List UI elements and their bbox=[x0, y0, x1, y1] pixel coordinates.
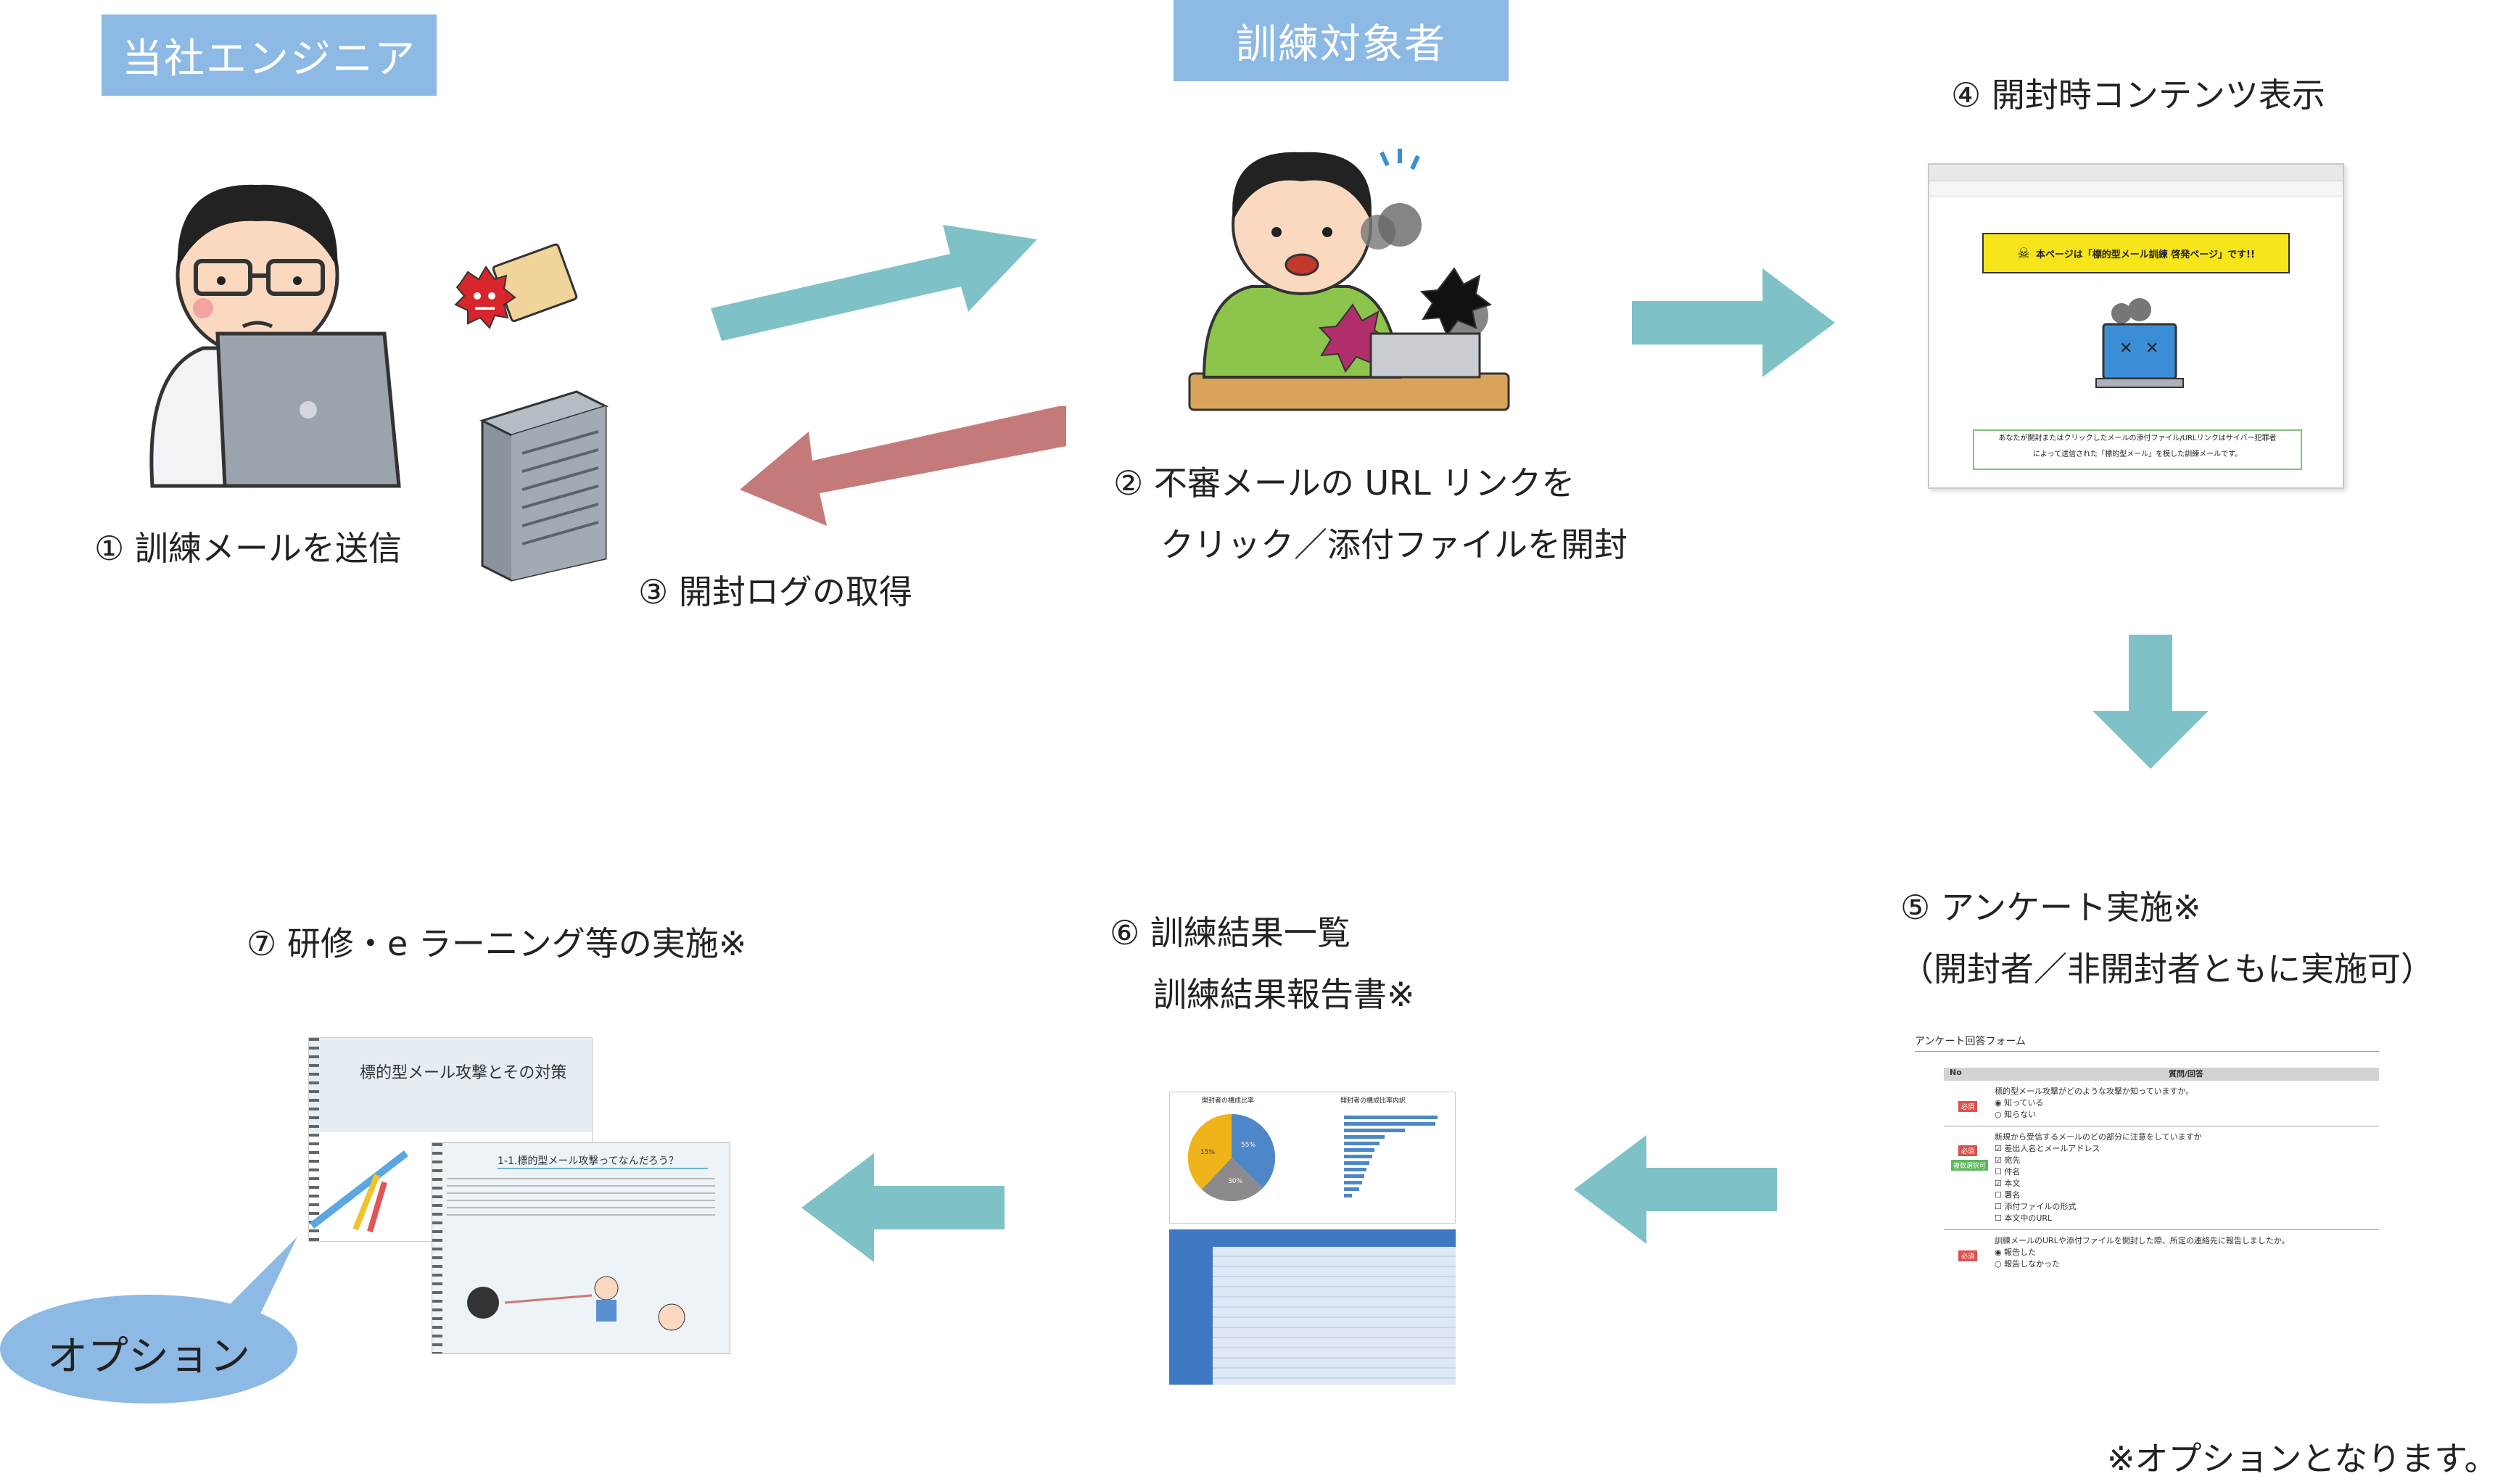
survey-q3-text: 訓練メールのURLや添付ファイルを開封した際、所定の連絡先に報告しましたか。 bbox=[1995, 1236, 2290, 1245]
warning-message-line1: あなたが開封またはクリックしたメールの添付ファイル/URLリンクはサイバー犯罪者 bbox=[1998, 434, 2277, 442]
spiral-binding bbox=[309, 1038, 319, 1241]
survey-q2-option1[interactable]: ☑ 差出人名とメールアドレス bbox=[1995, 1144, 2100, 1153]
role-trainee-label: 訓練対象者 bbox=[1236, 20, 1446, 68]
elearning-slide-1-title: 標的型メール攻撃とその対策 bbox=[360, 1064, 567, 1082]
browser-tabbar bbox=[1929, 165, 2343, 181]
server-icon bbox=[479, 390, 609, 582]
survey-col-no: No bbox=[1950, 1068, 1962, 1077]
spiral-binding bbox=[432, 1143, 442, 1353]
survey-q2-option7[interactable]: ☐ 本文中のURL bbox=[1995, 1213, 2053, 1223]
svg-text:✕: ✕ bbox=[2119, 339, 2132, 358]
survey-q1-option2[interactable]: ○ 知らない bbox=[1995, 1110, 2037, 1119]
survey-q2-option5[interactable]: ☐ 署名 bbox=[1995, 1190, 2021, 1200]
report-pie-chart: 55% 30% 15% bbox=[1187, 1113, 1276, 1202]
warning-message: あなたが開封またはクリックしたメールの添付ファイル/URLリンクはサイバー犯罪者… bbox=[1973, 429, 2302, 470]
option-bubble-shape bbox=[0, 1237, 297, 1403]
warning-page-screenshot: ☠ 本ページは「標的型メール訓練 啓発ページ」です!! ✕✕ あなたが開封または… bbox=[1928, 163, 2344, 489]
survey-q2-badge: 必須 bbox=[1958, 1145, 1978, 1156]
survey-q1: 必須 標的型メール攻撃がどのような攻撃か知っていますか。 ◉ 知っている ○ 知… bbox=[1944, 1081, 2379, 1126]
pencil-icon bbox=[309, 1150, 409, 1233]
role-engineer-label: 当社エンジニア bbox=[122, 35, 416, 83]
report-pie-label-2: 30% bbox=[1228, 1178, 1242, 1185]
step5-line2: （開封者／非開封者ともに実施可） bbox=[1900, 949, 2434, 989]
survey-q3-option2[interactable]: ○ 報告しなかった bbox=[1995, 1259, 2061, 1269]
svg-text:✕: ✕ bbox=[2145, 339, 2158, 358]
slide-people-icon bbox=[467, 1276, 685, 1331]
arrow-log-return bbox=[740, 406, 1066, 526]
malware-mail-icon bbox=[454, 243, 578, 329]
arrow-to-elearning bbox=[801, 1153, 1005, 1262]
survey-q1-text: 標的型メール攻撃がどのような攻撃か知っていますか。 bbox=[1995, 1087, 2194, 1096]
survey-q2-option4[interactable]: ☑ 本文 bbox=[1995, 1179, 2021, 1188]
arrow-send-mail bbox=[711, 225, 1037, 341]
survey-title: アンケート回答フォーム bbox=[1915, 1034, 2379, 1052]
step4-label: ④ 開封時コンテンツ表示 bbox=[1951, 75, 2325, 115]
report-pie-label-3: 15% bbox=[1200, 1149, 1215, 1156]
survey-q2-badge2: 複数選択可 bbox=[1951, 1160, 1989, 1171]
report-bar-chart bbox=[1344, 1113, 1446, 1200]
option-bubble-label: オプション bbox=[47, 1333, 250, 1380]
survey-col-question: 質問/回答 bbox=[2168, 1069, 2204, 1079]
warning-banner-text: 本ページは「標的型メール訓練 啓発ページ」です!! bbox=[2036, 249, 2255, 260]
role-trainee: 訓練対象者 bbox=[1174, 0, 1509, 81]
step3-label: ③ 開封ログの取得 bbox=[638, 572, 912, 611]
survey-q2-text: 新規から受信するメールのどの部分に注意をしていますか bbox=[1995, 1132, 2202, 1142]
step6-line1: ⑥ 訓練結果一覧 bbox=[1110, 913, 1351, 952]
step2-line2: クリック／添付ファイルを開封 bbox=[1160, 525, 1628, 564]
elearning-slide-2: 1-1.標的型メール攻撃ってなんだろう？ bbox=[432, 1142, 730, 1354]
step5-line1: ⑤ アンケート実施※ bbox=[1900, 888, 2201, 927]
survey-q2-option6[interactable]: ☐ 添付ファイルの形式 bbox=[1995, 1202, 2077, 1211]
survey-q1-badge: 必須 bbox=[1958, 1101, 1978, 1112]
report-bar-title: 開封者の構成比率内訳 bbox=[1340, 1097, 1406, 1105]
elearning-slide-2-title: 1-1.標的型メール攻撃ってなんだろう？ bbox=[498, 1153, 708, 1169]
survey-q1-option1[interactable]: ◉ 知っている bbox=[1995, 1098, 2044, 1108]
warning-message-line2: によって送信された「標的型メール」を模した訓練メールです。 bbox=[2032, 450, 2243, 458]
survey-q2-option3[interactable]: ☐ 件名 bbox=[1995, 1167, 2021, 1176]
warning-banner: ☠ 本ページは「標的型メール訓練 啓発ページ」です!! bbox=[1982, 233, 2290, 273]
arrow-down-to-survey bbox=[2092, 635, 2209, 769]
survey-q2-option2[interactable]: ☑ 宛先 bbox=[1995, 1155, 2021, 1165]
step6-line2: 訓練結果報告書※ bbox=[1153, 975, 1415, 1014]
engineer-illustration bbox=[149, 184, 401, 488]
report-table bbox=[1169, 1229, 1456, 1385]
browser-addressbar bbox=[1929, 181, 2343, 197]
arrow-to-report bbox=[1574, 1135, 1777, 1244]
report-pie-label-1: 55% bbox=[1241, 1142, 1255, 1149]
step2-line1: ② 不審メールの URL リンクを bbox=[1113, 463, 1575, 503]
survey-q2: 必須 複数選択可 新規から受信するメールのどの部分に注意をしていますか ☑ 差出… bbox=[1944, 1126, 2379, 1230]
arrow-to-content bbox=[1632, 268, 1835, 377]
survey-q3-badge: 必須 bbox=[1958, 1250, 1978, 1261]
trainee-illustration bbox=[1188, 149, 1510, 411]
survey-q3-option1[interactable]: ◉ 報告した bbox=[1995, 1248, 2037, 1257]
role-engineer: 当社エンジニア bbox=[102, 15, 437, 96]
report-thumbnail: 開封者の構成比率 55% 30% 15% 開封者の構成比率内訳 bbox=[1169, 1092, 1456, 1385]
step7-label: ⑦ 研修・e ラーニング等の実施※ bbox=[247, 924, 747, 963]
step1-label: ① 訓練メールを送信 bbox=[94, 529, 402, 568]
broken-pc-icon: ✕✕ bbox=[2095, 298, 2184, 388]
survey-header: No 質問/回答 bbox=[1944, 1068, 2379, 1081]
report-pie-title: 開封者の構成比率 bbox=[1201, 1097, 1254, 1105]
skull-icon: ☠ bbox=[2017, 244, 2031, 262]
footnote: ※オプションとなります。 bbox=[2107, 1439, 2498, 1478]
survey-q3: 必須 訓練メールのURLや添付ファイルを開封した際、所定の連絡先に報告しましたか… bbox=[1944, 1230, 2379, 1275]
report-charts: 開封者の構成比率 55% 30% 15% 開封者の構成比率内訳 bbox=[1169, 1092, 1456, 1224]
survey-form: アンケート回答フォーム No 質問/回答 必須 標的型メール攻撃がどのような攻撃… bbox=[1915, 1034, 2379, 1345]
